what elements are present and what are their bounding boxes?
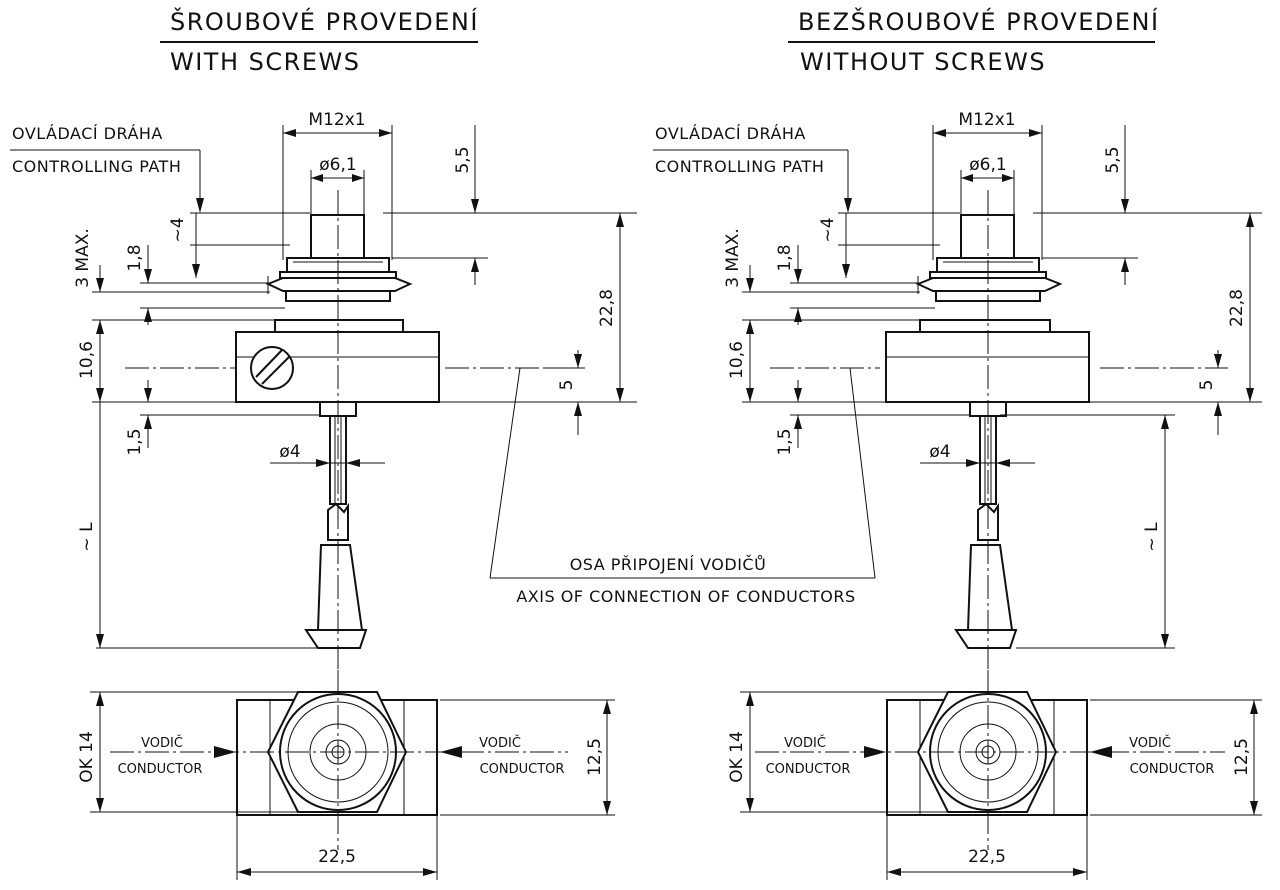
- dim-3-max: 3 MAX.: [723, 228, 743, 288]
- dim-depth: 12,5: [585, 738, 605, 776]
- dim-shaft-diameter: ø6,1: [969, 155, 1006, 175]
- dim-top: 5,5: [453, 146, 473, 173]
- dim-thread: M12x1: [958, 110, 1015, 130]
- conductor-right-en: CONDUCTOR: [1130, 762, 1215, 777]
- title-en: WITHOUT SCREWS: [800, 48, 1046, 76]
- dim-wire-diameter: ø4: [279, 442, 300, 462]
- controlling-path-cz: OVLÁDACÍ DRÁHA: [655, 124, 806, 143]
- dim-length: ~ L: [77, 522, 97, 552]
- title-cz: BEZŠROUBOVÉ PROVEDENÍ: [798, 6, 1160, 36]
- conductor-right-cz: VODIČ: [479, 735, 521, 751]
- conductor-right-cz: VODIČ: [1129, 735, 1171, 751]
- dim-body: 10,6: [727, 341, 747, 379]
- dim-depth: 12,5: [1232, 738, 1252, 776]
- view-with-screws: ŠROUBOVÉ PROVEDENÍ WITH SCREWS OVLÁDACÍ …: [10, 6, 637, 880]
- dim-axis: 5: [1197, 380, 1217, 391]
- dim-top: 5,5: [1103, 146, 1123, 173]
- axis-label-en: AXIS OF CONNECTION OF CONDUCTORS: [516, 587, 855, 606]
- dim-shaft-diameter: ø6,1: [319, 155, 356, 175]
- controlling-path-en: CONTROLLING PATH: [655, 157, 824, 176]
- title-cz: ŠROUBOVÉ PROVEDENÍ: [170, 6, 479, 36]
- dim-ok: OK 14: [77, 731, 97, 783]
- conductor-left-cz: VODIČ: [784, 735, 826, 751]
- dim-1-5: 1,5: [775, 428, 795, 455]
- conductor-left-en: CONDUCTOR: [118, 762, 203, 777]
- title-en: WITH SCREWS: [170, 48, 360, 76]
- dim-tilde4: ~4: [818, 217, 838, 242]
- dim-body: 10,6: [77, 341, 97, 379]
- controlling-path-cz: OVLÁDACÍ DRÁHA: [12, 124, 163, 143]
- dim-ok: OK 14: [727, 731, 747, 783]
- dim-1-8: 1,8: [775, 244, 795, 271]
- dim-width: 22,5: [318, 847, 356, 867]
- dim-3-max: 3 MAX.: [73, 228, 93, 288]
- conductor-left-cz: VODIČ: [141, 735, 183, 751]
- dim-height: 22,8: [597, 289, 617, 327]
- controlling-path-en: CONTROLLING PATH: [12, 157, 181, 176]
- axis-label-cz: OSA PŘIPOJENÍ VODIČŮ: [570, 555, 767, 574]
- dim-thread: M12x1: [308, 110, 365, 130]
- dim-length: ~ L: [1142, 522, 1162, 552]
- conductor-left-en: CONDUCTOR: [766, 762, 851, 777]
- dim-axis: 5: [557, 380, 577, 391]
- dim-width: 22,5: [968, 847, 1006, 867]
- axis-label-block: OSA PŘIPOJENÍ VODIČŮ AXIS OF CONNECTION …: [490, 555, 875, 606]
- view-without-screws: BEZŠROUBOVÉ PROVEDENÍ WITHOUT SCREWS OVL…: [653, 6, 1262, 880]
- dim-tilde4: ~4: [168, 217, 188, 242]
- conductor-right-en: CONDUCTOR: [480, 762, 565, 777]
- dim-1-8: 1,8: [125, 244, 145, 271]
- dim-height: 22,8: [1227, 289, 1247, 327]
- dim-1-5: 1,5: [125, 428, 145, 455]
- dim-wire-diameter: ø4: [929, 442, 950, 462]
